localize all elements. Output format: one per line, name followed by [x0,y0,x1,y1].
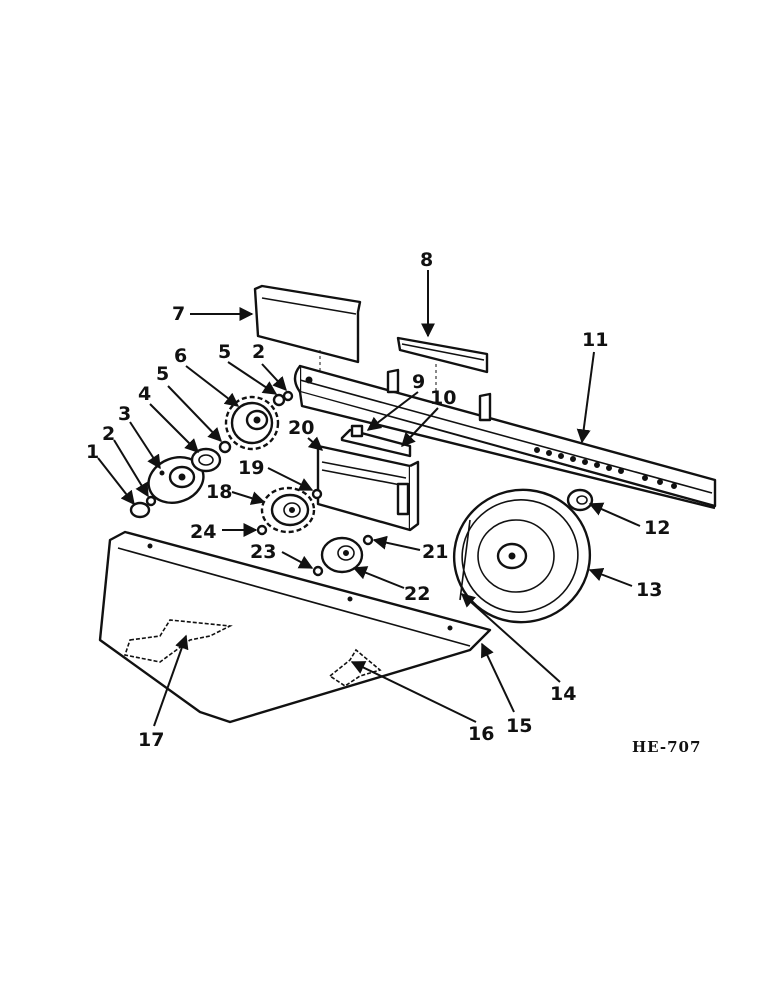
part-2-washer [145,495,157,507]
part-9-10-bracket [340,424,412,458]
part-23-nut [312,565,324,577]
part-22-small-pulley [320,536,364,574]
callout-11: 11 [582,329,608,351]
part-21-key [362,534,374,546]
callout-10: 10 [430,387,456,409]
callout-16: 16 [468,723,494,745]
part-6-sprocket [224,395,280,451]
part-1-nut [129,501,151,519]
callout-4: 4 [138,383,151,405]
part-15-lower-shield [98,530,492,724]
callout-12: 12 [644,517,670,539]
callout-6: 6 [174,345,187,367]
part-12-hub [566,488,594,512]
callout-18: 18 [206,481,232,503]
leader-lines [97,270,641,727]
callout-5: 5 [218,341,231,363]
callout-5: 5 [156,363,169,385]
part-11-frame-bar [293,364,717,510]
callout-9: 9 [412,371,425,393]
callout-15: 15 [506,715,532,737]
figure-code: HE-707 [632,738,701,756]
callout-19: 19 [238,457,264,479]
part-17-shield-bracket [123,619,233,663]
part-20-gearbox-housing [316,444,420,532]
callout-14: 14 [550,683,576,705]
callout-23: 23 [250,541,276,563]
part-3-pulley-disc [147,456,205,504]
part-4-bearing [190,447,222,473]
callout-2: 2 [102,423,115,445]
part-5-spacer [218,440,232,454]
callout-24: 24 [190,521,216,543]
part-13-large-pulley [452,488,592,624]
callout-labels: 1 2 2 3 4 5 5 6 7 8 9 10 11 12 13 14 15 … [86,249,670,751]
callout-7: 7 [172,303,185,325]
part-8-angle-plate [396,336,489,374]
callout-21: 21 [422,541,448,563]
part-7-shield-plate [253,284,362,364]
callout-17: 17 [138,729,164,751]
part-24-bolt [256,524,268,536]
part-18-sprocket [260,486,316,534]
callout-3: 3 [118,403,131,425]
part-2-washer [282,390,294,402]
callout-8: 8 [420,249,433,271]
callout-20: 20 [288,417,314,439]
callout-1: 1 [86,441,99,463]
callout-13: 13 [636,579,662,601]
callout-2: 2 [252,341,265,363]
callout-22: 22 [404,583,430,605]
part-16-shield-bracket [328,648,382,687]
part-5-spacer [272,393,286,407]
part-19-washer [311,488,323,500]
